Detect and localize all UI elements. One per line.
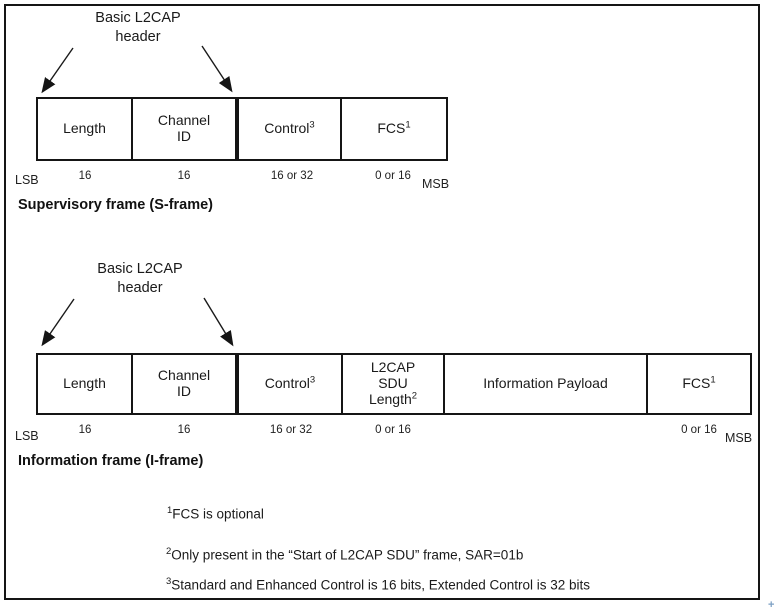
sframe-lsb-label: LSB: [15, 173, 39, 187]
sframe-field-fcs-label: FCS1: [377, 119, 411, 137]
sframe-bits-fcs: 0 or 16: [375, 170, 411, 182]
iframe-field-information-payload-label: Information Payload: [483, 375, 608, 392]
iframe-field-control: Control3: [237, 353, 343, 415]
diagram-border: [4, 4, 760, 600]
footnote-fcs-optional: 1FCS is optional: [167, 505, 264, 522]
sframe-field-length: Length: [36, 97, 133, 161]
sframe-msb-label: MSB: [422, 177, 450, 191]
iframe-field-fcs-label: FCS1: [682, 374, 716, 392]
sframe-callout-line1: Basic L2CAP: [95, 10, 181, 26]
iframe-bits-sdu-length: 0 or 16: [375, 424, 411, 436]
footnote-sdu-length-presence: 2Only present in the “Start of L2CAP SDU…: [166, 546, 524, 563]
sframe-field-control-label: Control3: [264, 119, 315, 137]
footnote-control-size: 3Standard and Enhanced Control is 16 bit…: [166, 576, 591, 593]
iframe-msb-label: MSB: [725, 431, 753, 445]
sframe-field-control: Control3: [237, 97, 342, 161]
iframe-field-control-label: Control3: [264, 374, 316, 392]
iframe-bits-channel-id: 16: [177, 424, 191, 436]
sframe-callout-label: Basic L2CAP header: [53, 9, 223, 47]
iframe-bits-length: 16: [78, 424, 92, 436]
sframe-callout-line2: header: [115, 29, 161, 45]
iframe-bits-control: 16 or 32: [269, 424, 313, 436]
iframe-field-fcs: FCS1: [648, 353, 752, 415]
sframe-bits-length: 16: [78, 170, 92, 182]
iframe-callout-line1: Basic L2CAP: [97, 261, 183, 277]
sframe-bits-control: 16 or 32: [270, 170, 314, 182]
cursor-artifact-mark: +: [768, 599, 775, 611]
iframe-bits-fcs: 0 or 16: [681, 424, 717, 436]
iframe-callout-line2: header: [117, 280, 163, 296]
sframe-bits-channel-id: 16: [177, 170, 191, 182]
iframe-field-length-label: Length: [63, 375, 106, 392]
sframe-title: Supervisory frame (S-frame): [18, 197, 214, 213]
iframe-callout-label: Basic L2CAP header: [55, 260, 225, 298]
iframe-field-length: Length: [36, 353, 133, 415]
iframe-title: Information frame (I-frame): [18, 453, 204, 469]
sframe-field-length-label: Length: [63, 120, 106, 137]
iframe-lsb-label: LSB: [15, 429, 39, 443]
iframe-field-information-payload: Information Payload: [445, 353, 648, 415]
sframe-field-fcs: FCS1: [342, 97, 448, 161]
